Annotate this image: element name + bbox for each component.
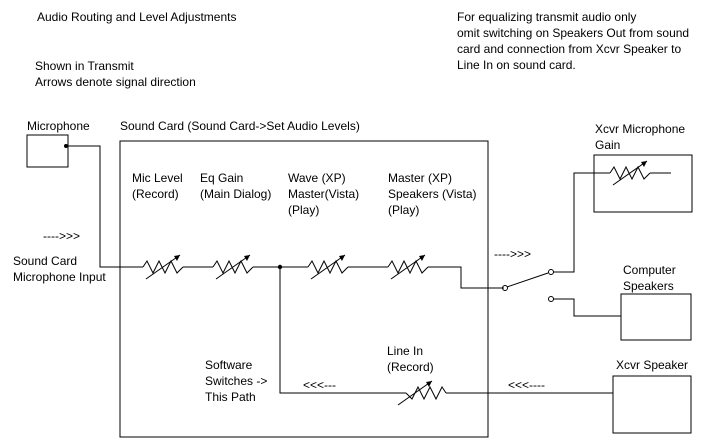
input-label-line-2: Microphone Input [13,270,106,284]
microphone-wire [66,145,143,268]
line-in-resistor [405,385,447,401]
switch-common-terminal [502,285,508,291]
xcvr-mic-gain-line-2: Gain [595,138,620,152]
mic-level-resistor [142,259,184,275]
computer-speakers-box [620,293,692,341]
control-master-line-2: Speakers (Vista) [388,187,476,201]
control-mic-level-line-2: (Record) [132,187,179,201]
mic-level-arrow [145,254,181,280]
main-path-wire-5 [428,266,504,289]
master-arrow [390,254,426,280]
xcvr-mic-gain-resistor [609,165,651,181]
return-arrow-outer: <<<---- [508,378,545,392]
computer-speakers-line-1: Computer [623,263,676,277]
line-in-arrow [397,380,433,406]
switch-to-speakers-wire [553,298,621,317]
control-eq-gain-line-1: Eq Gain [200,171,243,185]
mic-level-arrowhead [174,255,180,261]
note-line-2: omit switching on Speakers Out from soun… [457,26,689,40]
xcvr-speaker-box [612,375,692,434]
subtitle-line-1: Shown in Transmit [35,59,134,73]
note-line-3: card and connection from Xcvr Speaker to [457,42,681,56]
line-in-line-2: (Record) [387,360,434,374]
sound-card-label: Sound Card (Sound Card->Set Audio Levels… [120,119,360,133]
control-wave-line-3: (Play) [288,203,319,217]
control-wave-line-1: Wave (XP) [288,171,346,185]
master-arrowhead [419,255,425,261]
input-arrow: ---->>> [43,229,80,243]
switch-lower-terminal [548,296,554,302]
note-line-1: For equalizing transmit audio only [457,10,636,24]
switch-arm [506,272,549,288]
software-switches-line-3: This Path [205,390,256,404]
return-wire-inner [279,267,406,394]
control-mic-level-line-1: Mic Level [132,171,183,185]
wave-resistor [307,259,349,275]
microphone-label: Microphone [27,119,90,133]
xcvr-mic-gain-line-1: Xcvr Microphone [595,122,685,136]
software-switches-line-1: Software [205,358,253,372]
wave-arrowhead [339,255,345,261]
computer-speakers-line-2: Speakers [623,279,674,293]
xcvr-mic-gain-arrowhead [641,161,647,167]
switch-upper-terminal [548,269,554,275]
control-master-line-1: Master (XP) [388,171,452,185]
line-in-arrowhead [426,381,432,387]
xcvr-mic-gain-box [593,154,693,213]
control-eq-gain-line-2: (Main Dialog) [200,187,271,201]
microphone-box [26,134,69,168]
control-wave-line-2: Master(Vista) [288,187,359,201]
note-line-4: Line In on sound card. [457,58,576,72]
return-arrow-inner: <<<--- [303,378,336,392]
eq-gain-arrowhead [244,255,250,261]
wave-arrow [310,254,346,280]
control-master-line-3: (Play) [388,203,419,217]
input-label-line-1: Sound Card [13,254,77,268]
sound-card-box [119,140,489,438]
software-switches-line-2: Switches -> [205,374,267,388]
xcvr-speaker-label: Xcvr Speaker [616,358,688,372]
output-arrow: ---->>> [494,247,531,261]
diagram-title: Audio Routing and Level Adjustments [37,10,236,24]
master-resistor [387,259,429,275]
xcvr-mic-gain-arrow [612,160,648,186]
eq-gain-resistor [212,259,254,275]
line-in-line-1: Line In [387,344,423,358]
switch-to-xcvr-mic-wire [553,172,610,273]
eq-gain-arrow [215,254,251,280]
subtitle-line-2: Arrows denote signal direction [35,75,196,89]
